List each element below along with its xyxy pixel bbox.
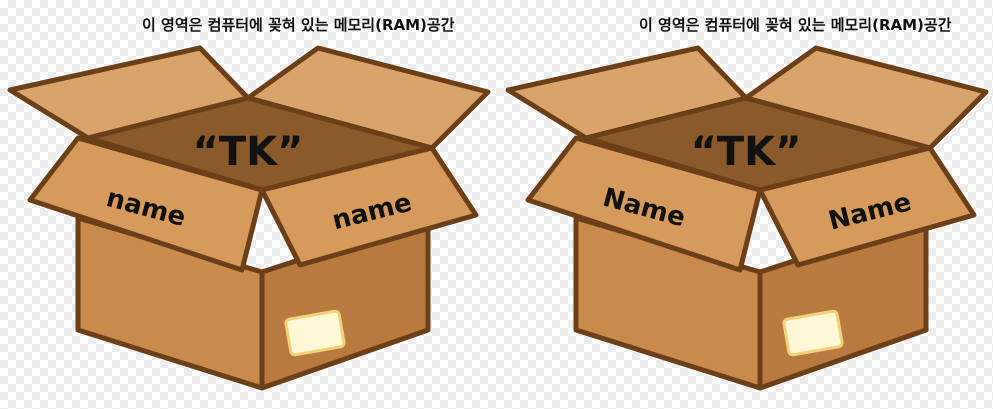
front-left-flap bbox=[525, 135, 763, 273]
memory-area-caption-left: 이 영역은 컴퓨터에 꽂혀 있는 메모리(RAM)공간 bbox=[142, 16, 455, 34]
box-label-card bbox=[284, 309, 346, 357]
memory-box-right: “TK” Name Name bbox=[498, 40, 993, 409]
memory-box-left: “TK” name name bbox=[0, 40, 495, 409]
front-right-flap bbox=[259, 145, 479, 268]
front-left-flap bbox=[27, 135, 265, 273]
memory-area-caption-right: 이 영역은 컴퓨터에 꽂혀 있는 메모리(RAM)공간 bbox=[639, 16, 952, 34]
center-text-tk: “TK” bbox=[691, 129, 802, 175]
front-right-flap bbox=[757, 145, 977, 268]
box-label-card bbox=[782, 309, 844, 357]
center-text-tk: “TK” bbox=[193, 129, 304, 175]
cardboard-box-illustration-left: “TK” name name bbox=[7, 45, 491, 391]
cardboard-box-illustration-right: “TK” Name Name bbox=[505, 45, 989, 391]
